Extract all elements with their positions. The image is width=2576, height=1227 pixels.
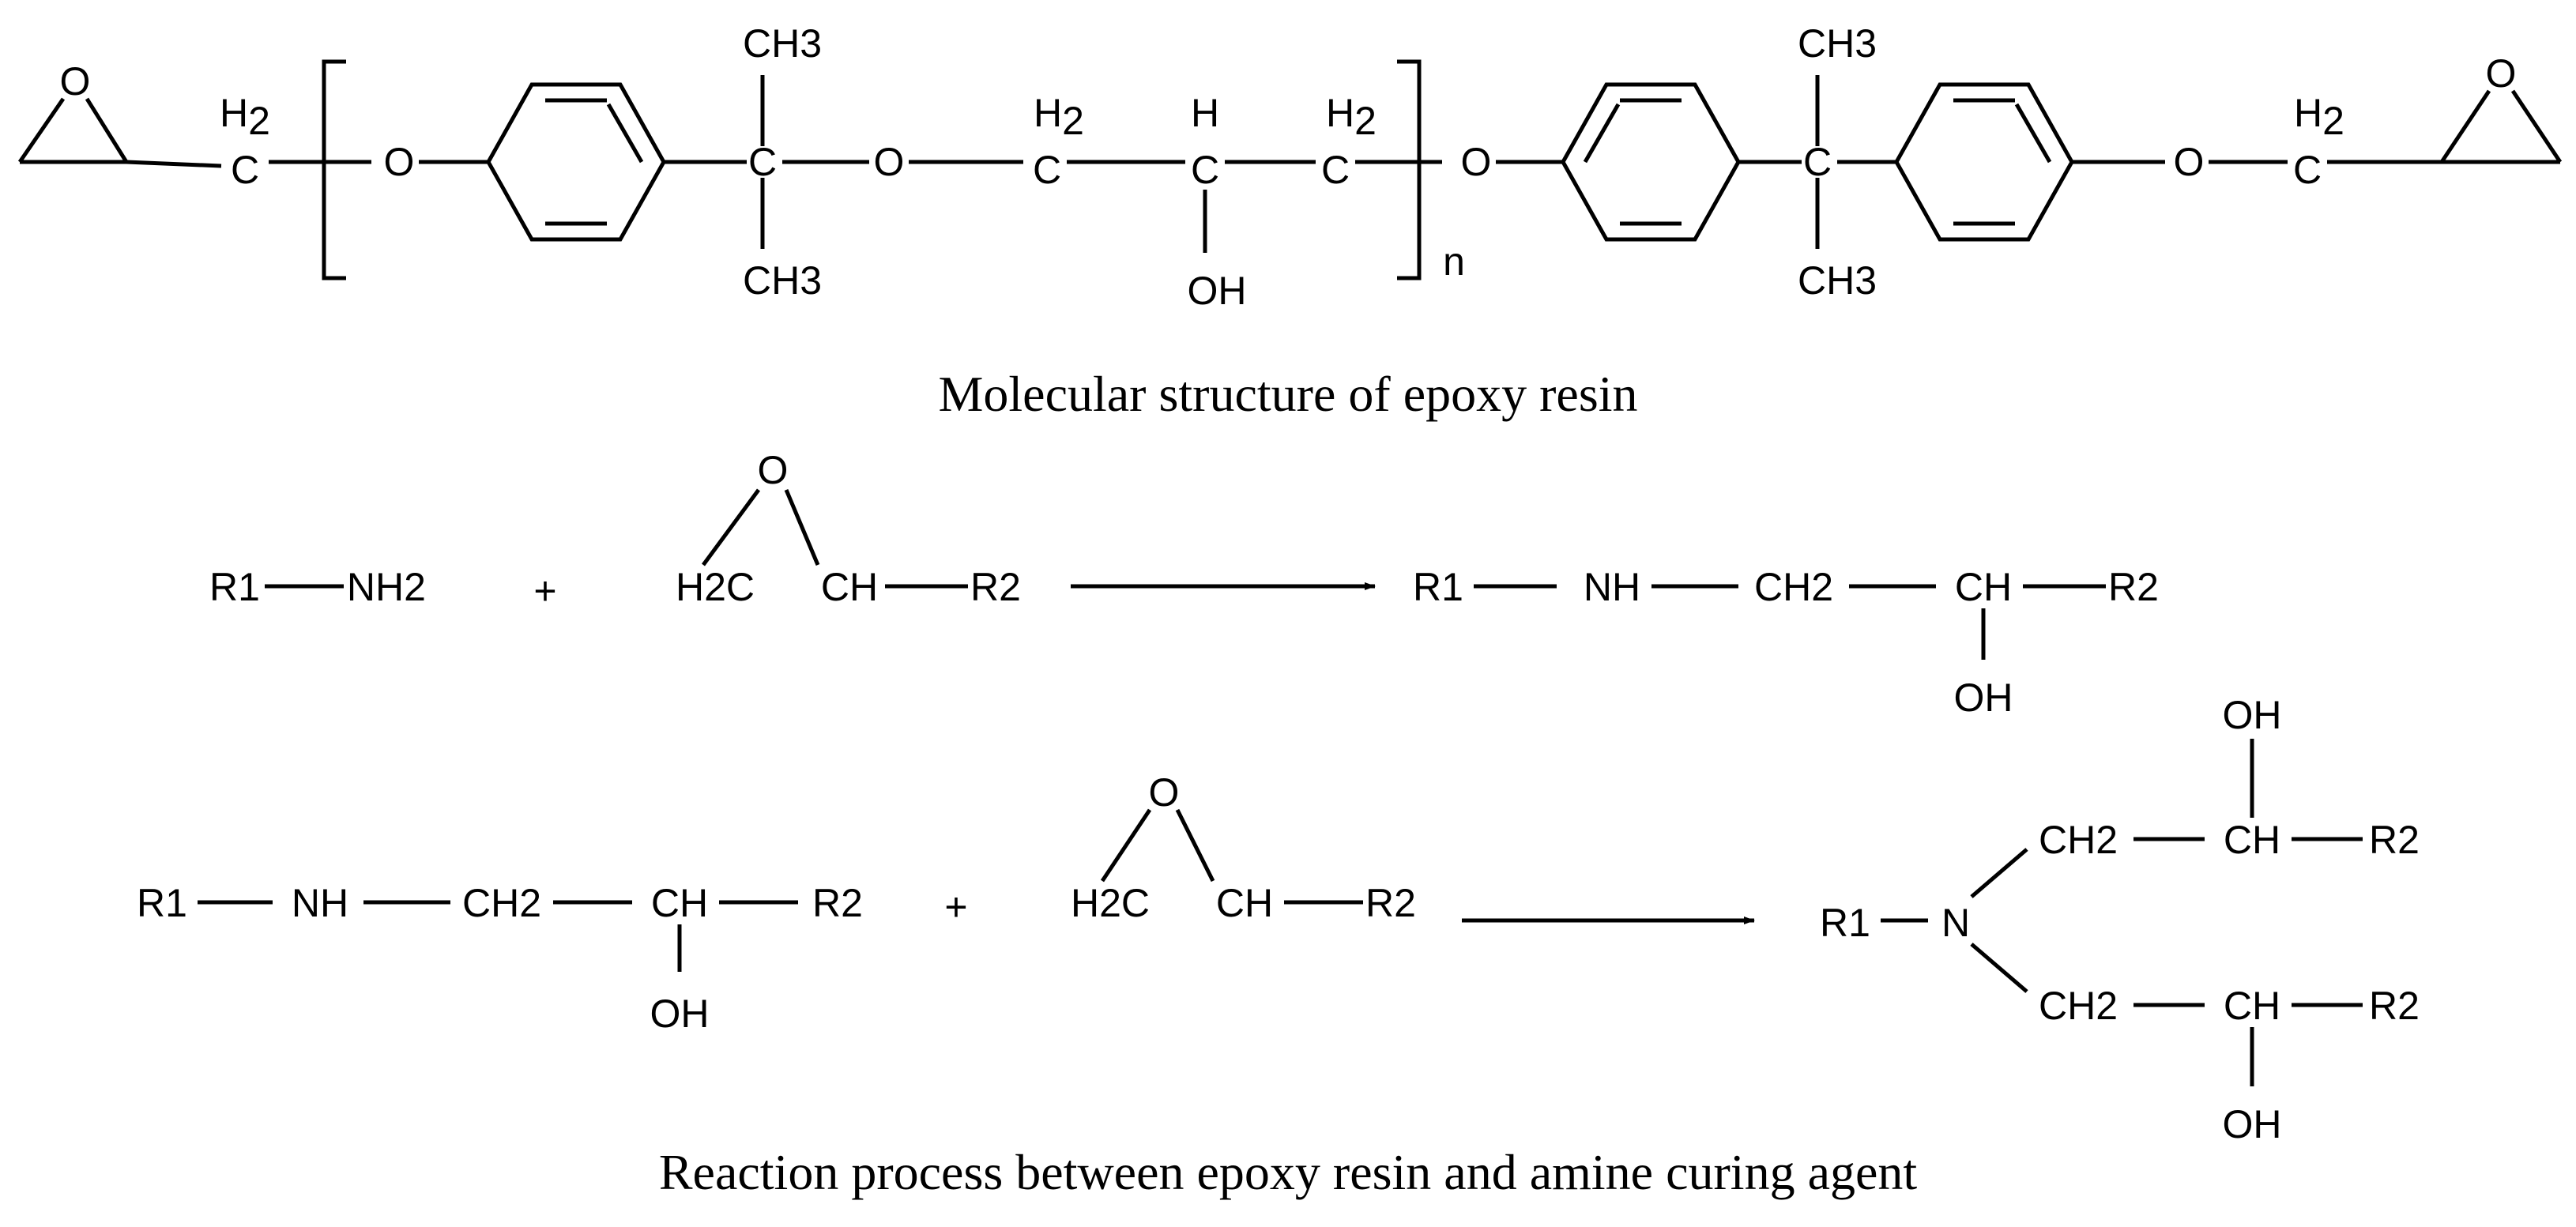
right-epoxide-ring: O [2439, 51, 2563, 164]
svg-text:OH: OH [650, 992, 710, 1036]
methyl-label: CH3 [743, 21, 822, 66]
svg-text:R2: R2 [2108, 565, 2159, 609]
hydroxyl-label: OH [1188, 269, 1247, 313]
isopropylidene-2: C CH3 CH3 [1798, 21, 1877, 303]
svg-text:O: O [758, 448, 789, 492]
repeat-bracket-left [322, 59, 346, 280]
svg-text:C: C [2293, 148, 2322, 192]
methylene-chain-2: H2 C [1321, 91, 1377, 192]
svg-text:R2: R2 [970, 565, 1021, 609]
svg-text:OH: OH [1954, 676, 2013, 720]
caption-epoxy-structure: Molecular structure of epoxy resin [938, 366, 1637, 422]
svg-text:H2: H2 [2294, 91, 2344, 143]
ether-oxygen-2: O [874, 140, 905, 184]
svg-text:CH2: CH2 [462, 881, 541, 925]
svg-text:CH: CH [1955, 565, 2012, 609]
svg-text:C: C [748, 140, 777, 184]
benzene-ring-2 [1561, 82, 1741, 242]
repeat-bracket-right [1397, 59, 1422, 280]
svg-text:H: H [1191, 91, 1219, 135]
svg-text:CH: CH [651, 881, 708, 925]
svg-text:C: C [1803, 140, 1832, 184]
epoxide-oxygen-label: O [2486, 51, 2517, 96]
svg-text:R1: R1 [137, 881, 187, 925]
svg-text:H2: H2 [1326, 91, 1377, 143]
svg-text:C: C [231, 148, 259, 192]
methyl-label: CH3 [1798, 258, 1877, 303]
ether-oxygen-1: O [384, 140, 415, 184]
svg-text:H2C: H2C [676, 565, 755, 609]
benzene-ring-3 [1894, 82, 2074, 242]
svg-text:C: C [1191, 148, 1219, 192]
ether-oxygen-3: O [1461, 140, 1492, 184]
repeat-index-n: n [1443, 239, 1465, 284]
svg-text:R2: R2 [2369, 984, 2420, 1028]
isopropylidene-1: C CH3 CH3 [743, 21, 822, 303]
svg-text:C: C [1321, 148, 1350, 192]
svg-text:R2: R2 [812, 881, 863, 925]
reactant-secondary-amine: R1 NH CH2 CH OH R2 [137, 881, 863, 1036]
benzene-ring-1 [486, 82, 666, 242]
plus-sign: + [944, 885, 967, 929]
svg-text:CH: CH [2224, 984, 2280, 1028]
epoxide-reactant-2: H2C O CH R2 [1071, 770, 1416, 925]
epoxide-oxygen-label: O [60, 59, 91, 104]
hydroxyl-carbon: H C OH [1188, 91, 1247, 313]
svg-text:O: O [1149, 770, 1180, 815]
svg-text:CH: CH [2224, 818, 2280, 862]
svg-text:H2: H2 [220, 91, 270, 143]
product-2-tertiary-amine: R1 N CH2 CH OH R2 CH2 CH OH R2 [1820, 693, 2420, 1146]
svg-text:CH: CH [1216, 881, 1273, 925]
svg-text:R2: R2 [1365, 881, 1416, 925]
svg-text:CH2: CH2 [1754, 565, 1833, 609]
ether-oxygen-4: O [2174, 140, 2205, 184]
methylene-right: H2 C [2293, 91, 2344, 192]
methylene-chain-1: H2 C [1033, 91, 1084, 192]
svg-text:CH: CH [821, 565, 878, 609]
epoxy-resin-structure: O H2 C O C CH3 CH3 O [17, 21, 2563, 313]
svg-text:H2C: H2C [1071, 881, 1150, 925]
methyl-label: CH3 [743, 258, 822, 303]
epoxide-reactant-1: H2C O CH R2 [676, 448, 1021, 609]
svg-text:CH2: CH2 [2039, 984, 2118, 1028]
svg-text:OH: OH [2223, 693, 2282, 737]
svg-text:NH: NH [292, 881, 348, 925]
methyl-label: CH3 [1798, 21, 1877, 66]
svg-text:R1: R1 [1413, 565, 1463, 609]
svg-text:OH: OH [2223, 1102, 2282, 1146]
svg-text:NH: NH [1584, 565, 1640, 609]
methylene-left: H2 C [220, 91, 270, 192]
product-1: R1 NH CH2 CH OH R2 [1413, 565, 2159, 720]
left-epoxide-ring: O [17, 59, 129, 164]
reaction-2: R1 NH CH2 CH OH R2 + H2C O CH R2 R1 N [137, 693, 2420, 1146]
svg-text:H2: H2 [1034, 91, 1084, 143]
plus-sign: + [533, 569, 556, 613]
svg-text:CH2: CH2 [2039, 818, 2118, 862]
svg-text:N: N [1941, 901, 1970, 945]
svg-text:R1: R1 [1820, 901, 1870, 945]
svg-text:C: C [1033, 148, 1061, 192]
svg-text:R2: R2 [2369, 818, 2420, 862]
caption-reaction-process: Reaction process between epoxy resin and… [659, 1144, 1918, 1200]
